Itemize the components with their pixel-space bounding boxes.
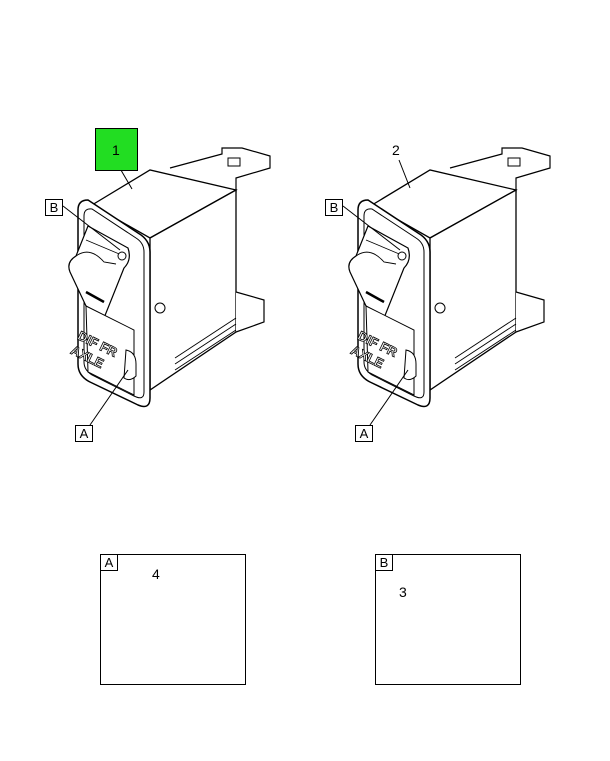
callout-b-left[interactable]: B xyxy=(45,199,63,216)
item-number-3[interactable]: 3 xyxy=(399,584,407,600)
callout-a-left[interactable]: A xyxy=(75,425,93,442)
detail-panel-b xyxy=(375,554,521,685)
detail-panel-a xyxy=(100,554,246,685)
detail-label-a: A xyxy=(100,554,118,571)
item-1-highlight xyxy=(95,128,138,171)
item-number-2[interactable]: 2 xyxy=(392,142,400,158)
leader-line-2 xyxy=(398,159,411,189)
detail-label-b: B xyxy=(375,554,393,571)
callout-b-right[interactable]: B xyxy=(325,199,343,216)
leader-line-a-right xyxy=(369,369,409,426)
leader-line-a-left xyxy=(89,369,129,426)
switch-right xyxy=(342,146,552,426)
callout-a-right[interactable]: A xyxy=(355,425,373,442)
switch-left xyxy=(62,146,272,426)
leader-line-b-right xyxy=(342,205,401,251)
item-number-4[interactable]: 4 xyxy=(152,566,160,582)
leader-line-b-left xyxy=(62,205,121,251)
item-number-1[interactable]: 1 xyxy=(112,142,120,158)
